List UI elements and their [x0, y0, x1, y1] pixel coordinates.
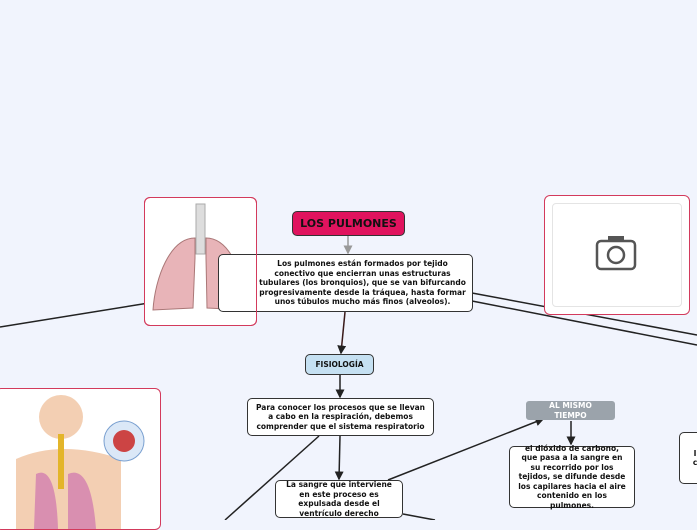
dioxido-node[interactable]: el dióxido de carbono, que pasa a la san…: [509, 444, 635, 510]
lungs-image-frame: [144, 197, 257, 326]
camera-placeholder[interactable]: [544, 195, 690, 315]
fisiologia-node[interactable]: FISIOLOGÍA: [305, 354, 374, 375]
procesos-node[interactable]: Para conocer los procesos que se llevan …: [247, 398, 434, 436]
main-description-node[interactable]: Los pulmones están formados por tejido c…: [218, 254, 473, 312]
respiratory-system-image: [0, 388, 161, 530]
sangre-node[interactable]: La sangre que interviene en este proceso…: [275, 480, 403, 518]
right-partial-node[interactable]: In... co...: [679, 432, 697, 484]
central-topic[interactable]: LOS PULMONES: [292, 211, 405, 236]
camera-icon: [595, 236, 637, 271]
al-mismo-tiempo-node[interactable]: AL MISMO TIEMPO: [526, 401, 615, 420]
